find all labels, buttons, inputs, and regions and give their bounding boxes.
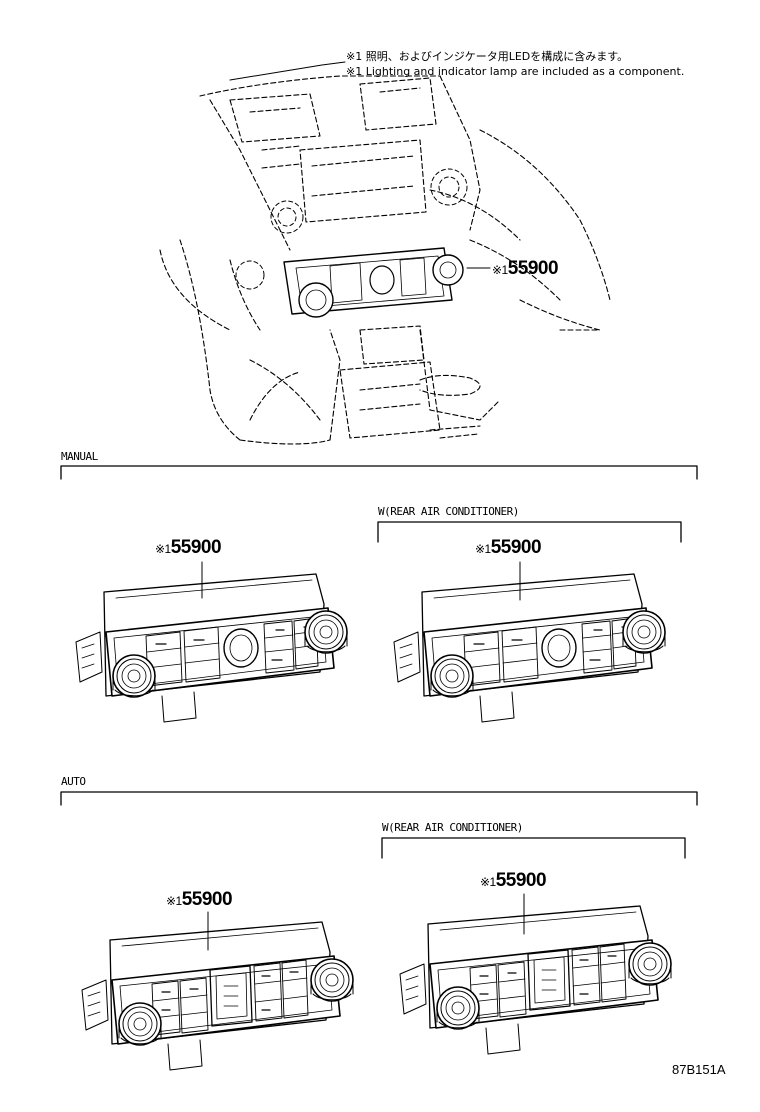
footnote-en: ※1 Lighting and indicator lamp are inclu… [346, 65, 685, 78]
diagram-code: 87B151A [672, 1062, 726, 1077]
manual-control-unit [76, 574, 347, 722]
auto-control-unit [82, 922, 353, 1070]
section-label-auto: AUTO [61, 775, 86, 788]
variant-label-manual: W(REAR AIR CONDITIONER) [378, 505, 519, 518]
auto-rear-control-unit [400, 906, 671, 1054]
callout-manual-rear: ※155900 [475, 537, 542, 558]
manual-section-bracket [60, 465, 698, 480]
callout-overview: ※155900 [492, 258, 559, 279]
auto-section-bracket [60, 791, 698, 806]
overview-control-unit [283, 247, 464, 318]
section-label-manual: MANUAL [61, 450, 98, 463]
footnote-ja: ※1 照明、およびインジケータ用LEDを構成に含みます。 [346, 50, 629, 63]
callout-auto-rear: ※155900 [480, 870, 547, 891]
dashboard-outline [159, 75, 611, 445]
auto-rear-bracket [381, 837, 686, 859]
callout-manual: ※155900 [155, 537, 222, 558]
manual-rear-bracket [377, 521, 682, 543]
variant-label-auto: W(REAR AIR CONDITIONER) [382, 821, 523, 834]
callout-auto: ※155900 [166, 889, 233, 910]
manual-rear-control-unit [394, 574, 665, 722]
